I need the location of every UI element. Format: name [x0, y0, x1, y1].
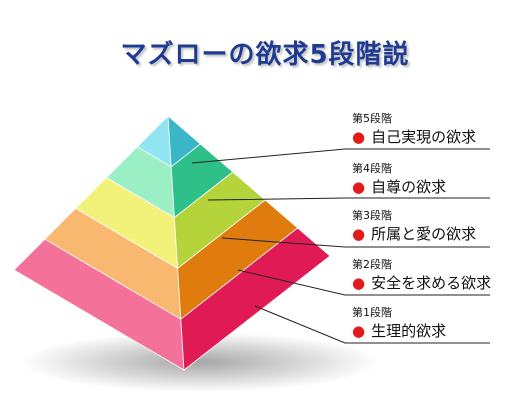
bullet-icon: ● [352, 274, 366, 292]
page-title: マズローの欲求5段階説 [120, 40, 410, 70]
bullet-icon: ● [352, 322, 366, 340]
leader-line-1 [254, 305, 490, 344]
need-label-4: ●自尊の欲求 [352, 178, 447, 196]
stage-label-3: 第3段階 [352, 209, 392, 222]
pyramid-shadow [20, 332, 380, 392]
need-label-5: ●自己実現の欲求 [352, 128, 477, 146]
bullet-icon: ● [352, 225, 366, 243]
leader-line-4 [207, 197, 490, 201]
stage-label-1: 第1段階 [352, 306, 392, 319]
bullet-icon: ● [352, 128, 366, 146]
need-label-1: ●生理的欲求 [352, 322, 447, 340]
stage-label-2: 第2段階 [352, 258, 392, 271]
stage-label-5: 第5段階 [352, 112, 392, 125]
leader-line-5 [191, 148, 490, 164]
stage-label-4: 第4段階 [352, 162, 392, 175]
bullet-icon: ● [352, 178, 366, 196]
need-label-3: ●所属と愛の欲求 [352, 225, 477, 243]
pyramid-level-1-right-face [180, 227, 331, 371]
leader-line-2 [237, 269, 490, 296]
leader-line-3 [221, 237, 490, 248]
need-label-2: ●安全を求める欲求 [352, 274, 492, 292]
